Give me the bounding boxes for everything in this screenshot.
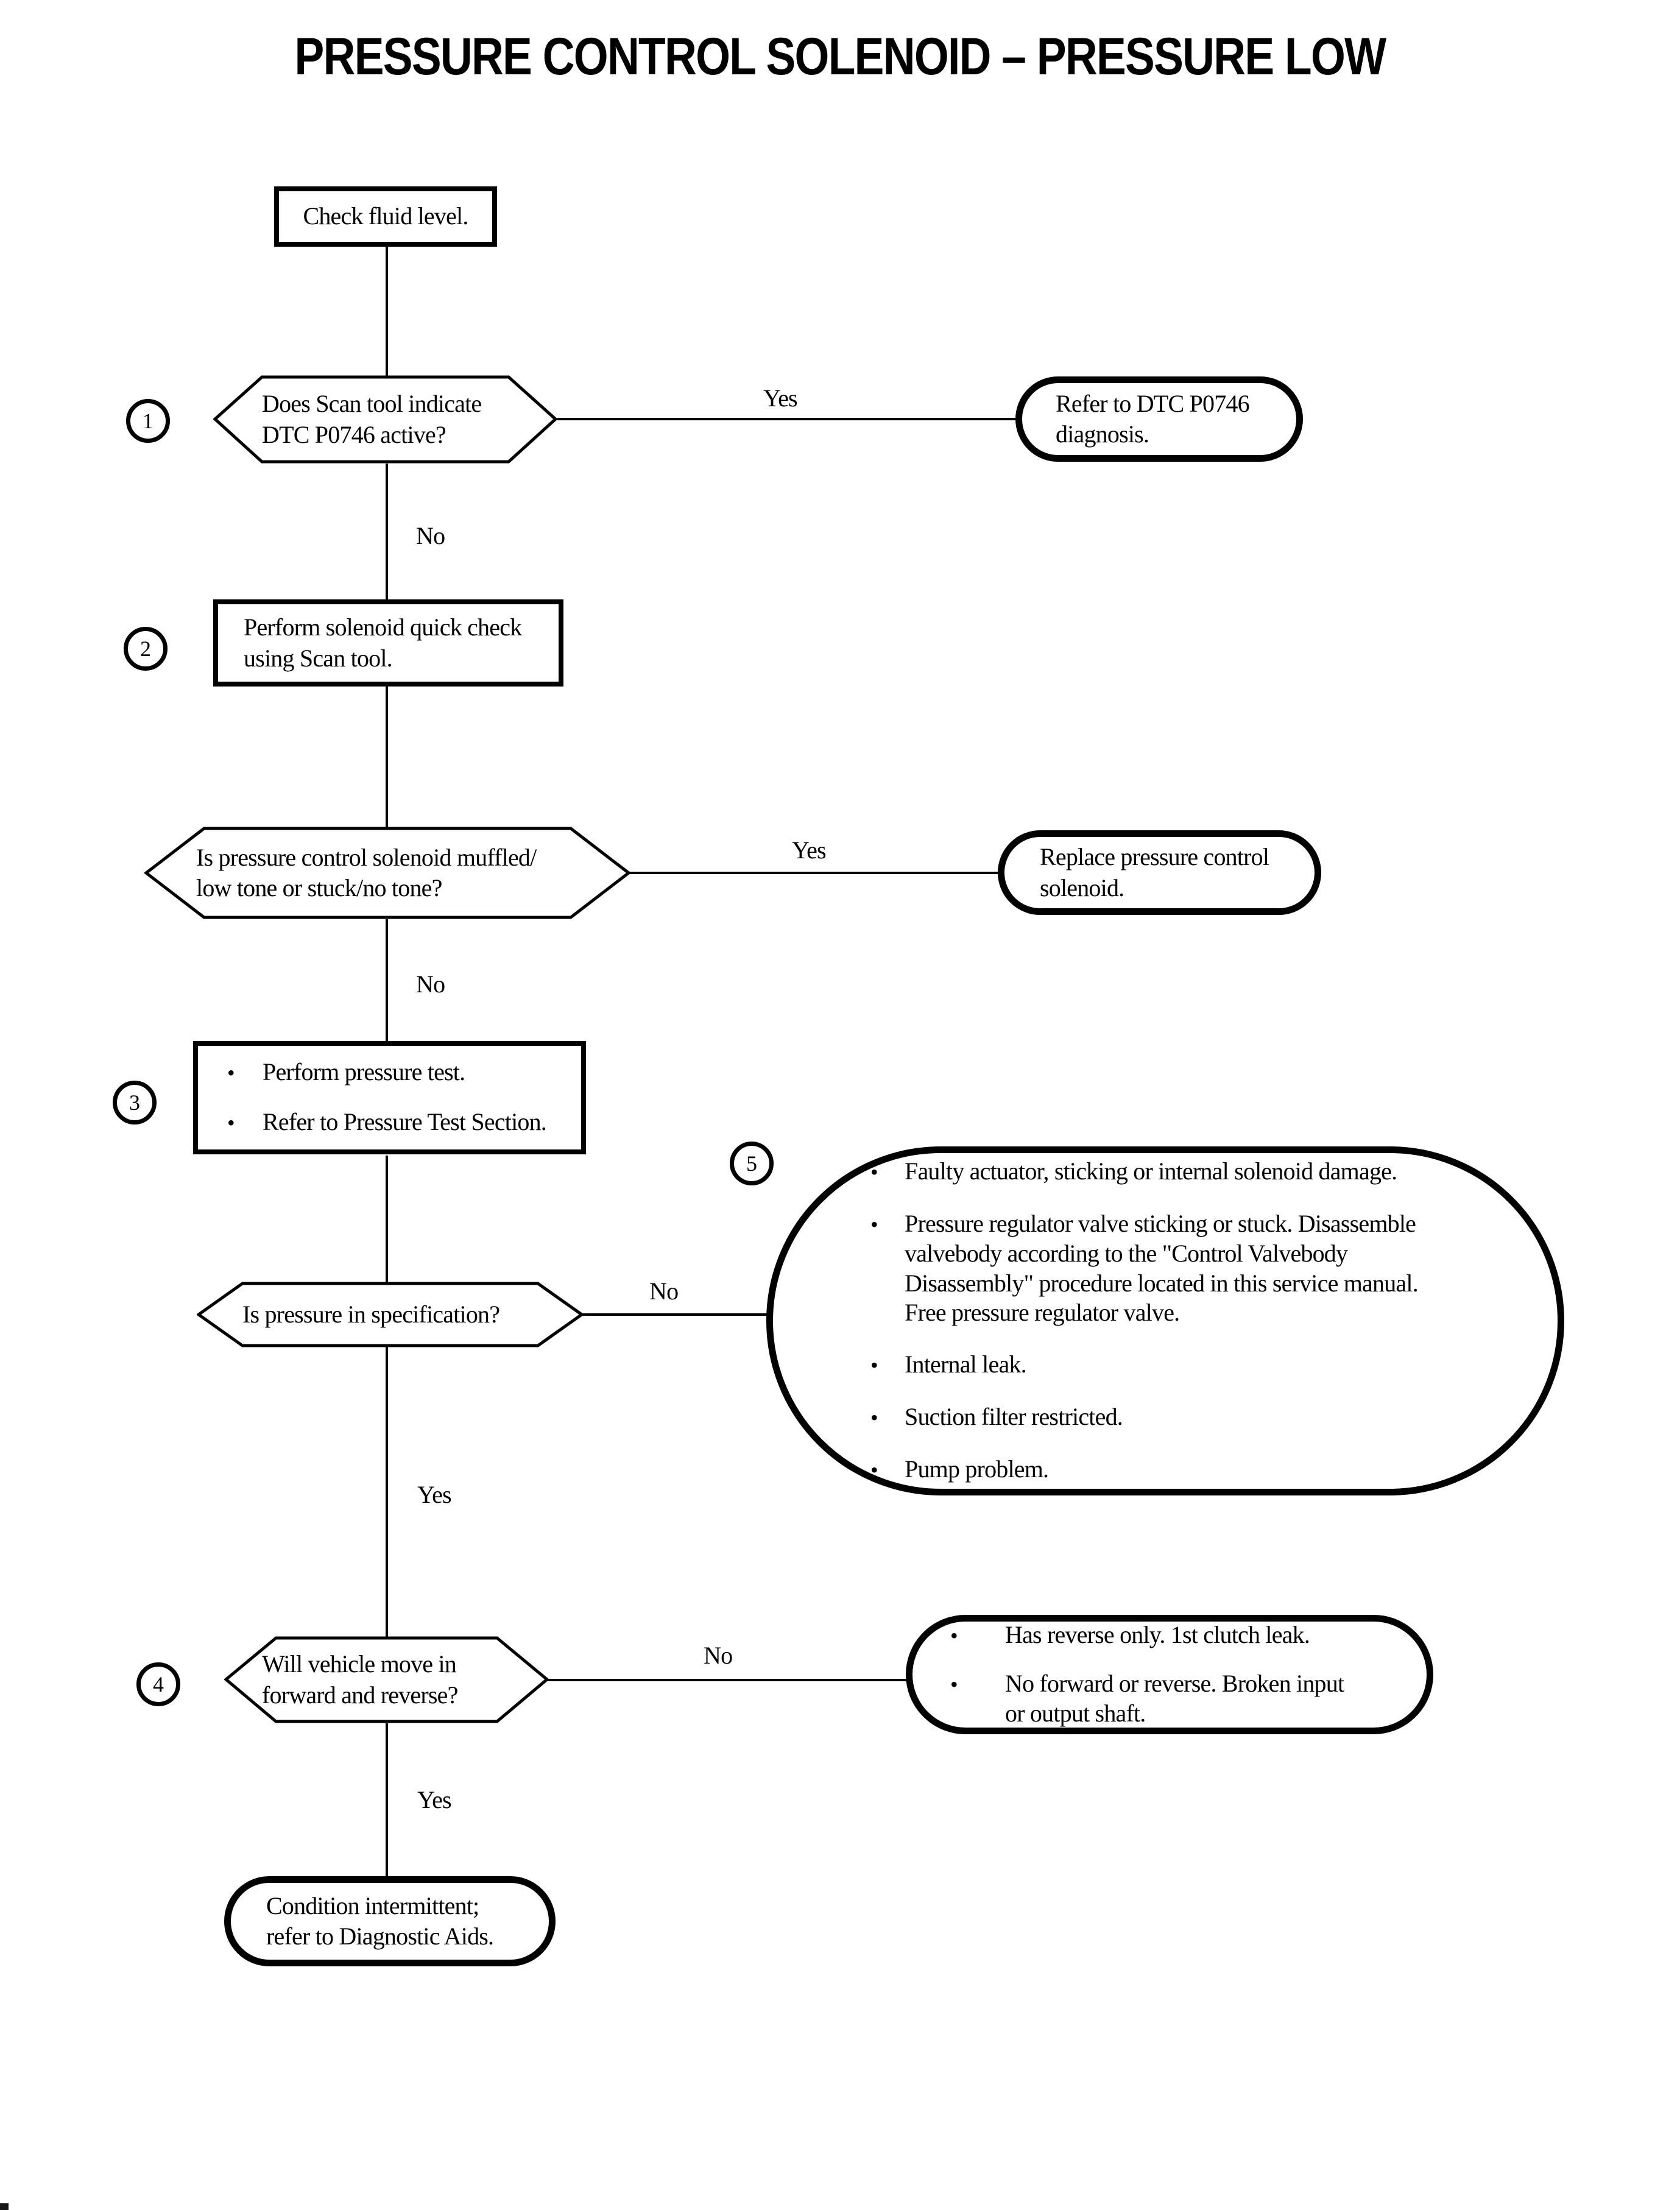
terminal-refer-dtc-text: Refer to DTC P0746 diagnosis. (1056, 389, 1250, 448)
hexagon-shape (213, 375, 557, 464)
step-badge-4-number: 4 (153, 1672, 164, 1696)
label-yes-3: Yes (417, 1481, 452, 1508)
step-badge-1: 1 (126, 399, 170, 443)
step-3-item-2: • Refer to Pressure Test Section. (227, 1107, 581, 1138)
start-box-text: Check fluid level. (303, 202, 468, 230)
label-no-3: No (649, 1277, 679, 1305)
decision-3-hexagon: Is pressure in specification? (197, 1282, 584, 1347)
step-2-text: Perform solenoid quick check using Scan … (244, 613, 522, 672)
start-box: Check fluid level. (274, 186, 497, 247)
cause-item-3-text: Internal leak. (905, 1350, 1027, 1379)
decision-4-hexagon: Will vehicle move in forward and reverse… (224, 1636, 549, 1723)
step-badge-2: 2 (124, 627, 168, 671)
step-3-item-1-text: Perform pressure test. (263, 1058, 465, 1086)
cause-item-1-text: Faulty actuator, sticking or internal so… (905, 1157, 1397, 1185)
decision-1-text: Does Scan tool indicate DTC P0746 active… (262, 390, 482, 448)
step-badge-1-number: 1 (143, 409, 154, 433)
bullet-icon: • (950, 1623, 958, 1648)
cause-item-5-text: Pump problem. (905, 1455, 1049, 1483)
step-badge-5: 5 (730, 1142, 774, 1185)
bullet-icon: • (870, 1159, 878, 1184)
cause-item-5: • Pump problem. (870, 1455, 1533, 1485)
bullet-icon: • (227, 1110, 235, 1135)
hexagon-shape (197, 1282, 584, 1347)
bullet-icon: • (227, 1061, 235, 1085)
terminal-diagnostic-aids: Condition intermittent; refer to Diagnos… (224, 1876, 556, 1966)
hexagon-shape (144, 827, 630, 919)
no-move-item-1: • Has reverse only. 1st clutch leak. (950, 1620, 1414, 1651)
label-no-2: No (416, 970, 445, 998)
step-badge-3-number: 3 (129, 1090, 140, 1115)
decision-2-text: Is pressure control solenoid muffled/ lo… (196, 843, 537, 902)
page-title: PRESSURE CONTROL SOLENOID – PRESSURE LOW (294, 27, 1387, 86)
decision-1-hexagon: Does Scan tool indicate DTC P0746 active… (213, 375, 557, 464)
bullet-icon: • (870, 1212, 878, 1237)
step-3-item-2-text: Refer to Pressure Test Section. (263, 1108, 547, 1135)
no-move-item-1-text: Has reverse only. 1st clutch leak. (1005, 1621, 1310, 1649)
label-yes-2: Yes (792, 836, 827, 864)
cause-item-2: • Pressure regulator valve sticking or s… (870, 1209, 1533, 1328)
step-3-item-1: • Perform pressure test. (227, 1057, 581, 1088)
step-badge-2-number: 2 (140, 637, 151, 661)
decision-3-text: Is pressure in specification? (242, 1300, 500, 1328)
cause-item-2-text: Pressure regulator valve sticking or stu… (905, 1209, 1419, 1327)
cause-item-3: • Internal leak. (870, 1350, 1533, 1380)
hexagon-shape (224, 1636, 549, 1723)
no-move-item-2-text: No forward or reverse. Broken input or o… (1005, 1670, 1344, 1727)
cause-item-4: • Suction filter restricted. (870, 1402, 1533, 1433)
label-no-4: No (704, 1642, 733, 1669)
no-move-causes-box: • Has reverse only. 1st clutch leak. • N… (906, 1615, 1433, 1734)
bullet-icon: • (950, 1672, 958, 1697)
bullet-icon: • (870, 1405, 878, 1430)
step-3-box: • Perform pressure test. • Refer to Pres… (193, 1041, 586, 1154)
no-move-item-2: • No forward or reverse. Broken input or… (950, 1669, 1414, 1729)
step-badge-4: 4 (136, 1662, 180, 1706)
terminal-replace-solenoid-text: Replace pressure control solenoid. (1040, 843, 1269, 902)
label-yes-4: Yes (417, 1786, 452, 1813)
label-yes-1: Yes (763, 384, 798, 412)
causes-low-pressure-box: • Faulty actuator, sticking or internal … (766, 1146, 1564, 1495)
decision-2-hexagon: Is pressure control solenoid muffled/ lo… (144, 827, 630, 919)
terminal-replace-solenoid: Replace pressure control solenoid. (998, 830, 1321, 915)
bullet-icon: • (870, 1353, 878, 1378)
label-no-1: No (416, 522, 445, 549)
step-badge-5-number: 5 (746, 1151, 757, 1176)
terminal-diagnostic-aids-text: Condition intermittent; refer to Diagnos… (266, 1891, 494, 1950)
decision-4-text: Will vehicle move in forward and reverse… (262, 1650, 458, 1709)
cause-item-1: • Faulty actuator, sticking or internal … (870, 1157, 1533, 1187)
cause-item-4-text: Suction filter restricted. (905, 1403, 1123, 1431)
step-badge-3: 3 (113, 1081, 157, 1124)
step-2-box: Perform solenoid quick check using Scan … (213, 599, 563, 687)
scan-artifact (0, 2203, 9, 2210)
terminal-refer-dtc: Refer to DTC P0746 diagnosis. (1015, 376, 1303, 462)
bullet-icon: • (870, 1458, 878, 1483)
